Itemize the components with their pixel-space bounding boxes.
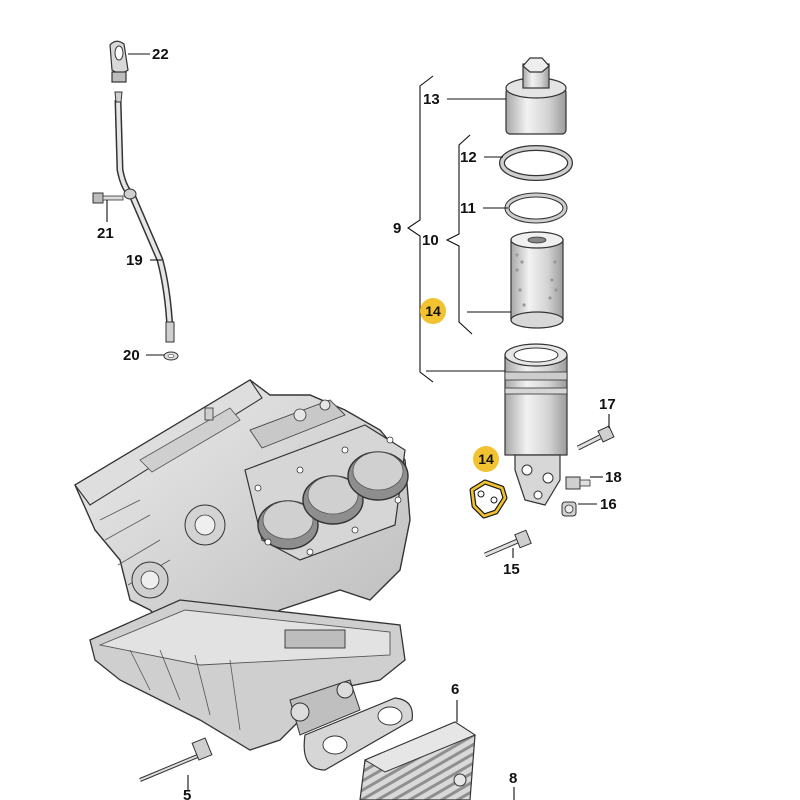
callout-9: 9 (393, 220, 401, 237)
callout-19: 19 (126, 252, 143, 269)
callout-14-lower: 14 (478, 451, 494, 467)
callout-20: 20 (123, 347, 140, 364)
cap-nut-16 (561, 501, 577, 517)
callout-5: 5 (183, 787, 191, 800)
callout-10: 10 (422, 232, 439, 249)
callout-21: 21 (97, 225, 114, 242)
filter-element (510, 231, 564, 329)
callout-18: 18 (605, 469, 622, 486)
oil-cooler-8 (359, 721, 477, 800)
engine-block (74, 379, 477, 800)
callout-14-upper: 14 (425, 303, 441, 319)
filter-cap (505, 57, 567, 135)
gasket-6 (303, 697, 413, 771)
plug-18 (565, 476, 591, 490)
callout-8: 8 (509, 770, 517, 787)
filter-housing (504, 343, 568, 506)
callout-17: 17 (599, 396, 616, 413)
callout-14-highlight-lower: 14 (473, 446, 499, 472)
dipstick-5 (139, 737, 213, 782)
cylinder-bores (257, 451, 409, 550)
dipstick-assembly (92, 40, 179, 361)
oil-pan (89, 599, 406, 751)
callout-12: 12 (460, 149, 477, 166)
callout-13: 13 (423, 91, 440, 108)
callout-22: 22 (152, 46, 169, 63)
callout-15: 15 (503, 561, 520, 578)
bolt-17 (576, 425, 615, 451)
leader-lines (106, 53, 610, 800)
callout-labels: 22 21 19 20 13 12 11 9 10 14 14 17 18 16… (97, 46, 622, 800)
stud-bolt-15 (484, 529, 532, 558)
oil-filter-assembly (469, 57, 615, 558)
callout-16: 16 (600, 496, 617, 513)
callout-11: 11 (460, 200, 476, 217)
callout-14-highlight-upper: 14 (420, 298, 446, 324)
callout-6: 6 (451, 681, 459, 698)
bolt-21 (92, 192, 124, 204)
gasket-14 (469, 479, 508, 519)
